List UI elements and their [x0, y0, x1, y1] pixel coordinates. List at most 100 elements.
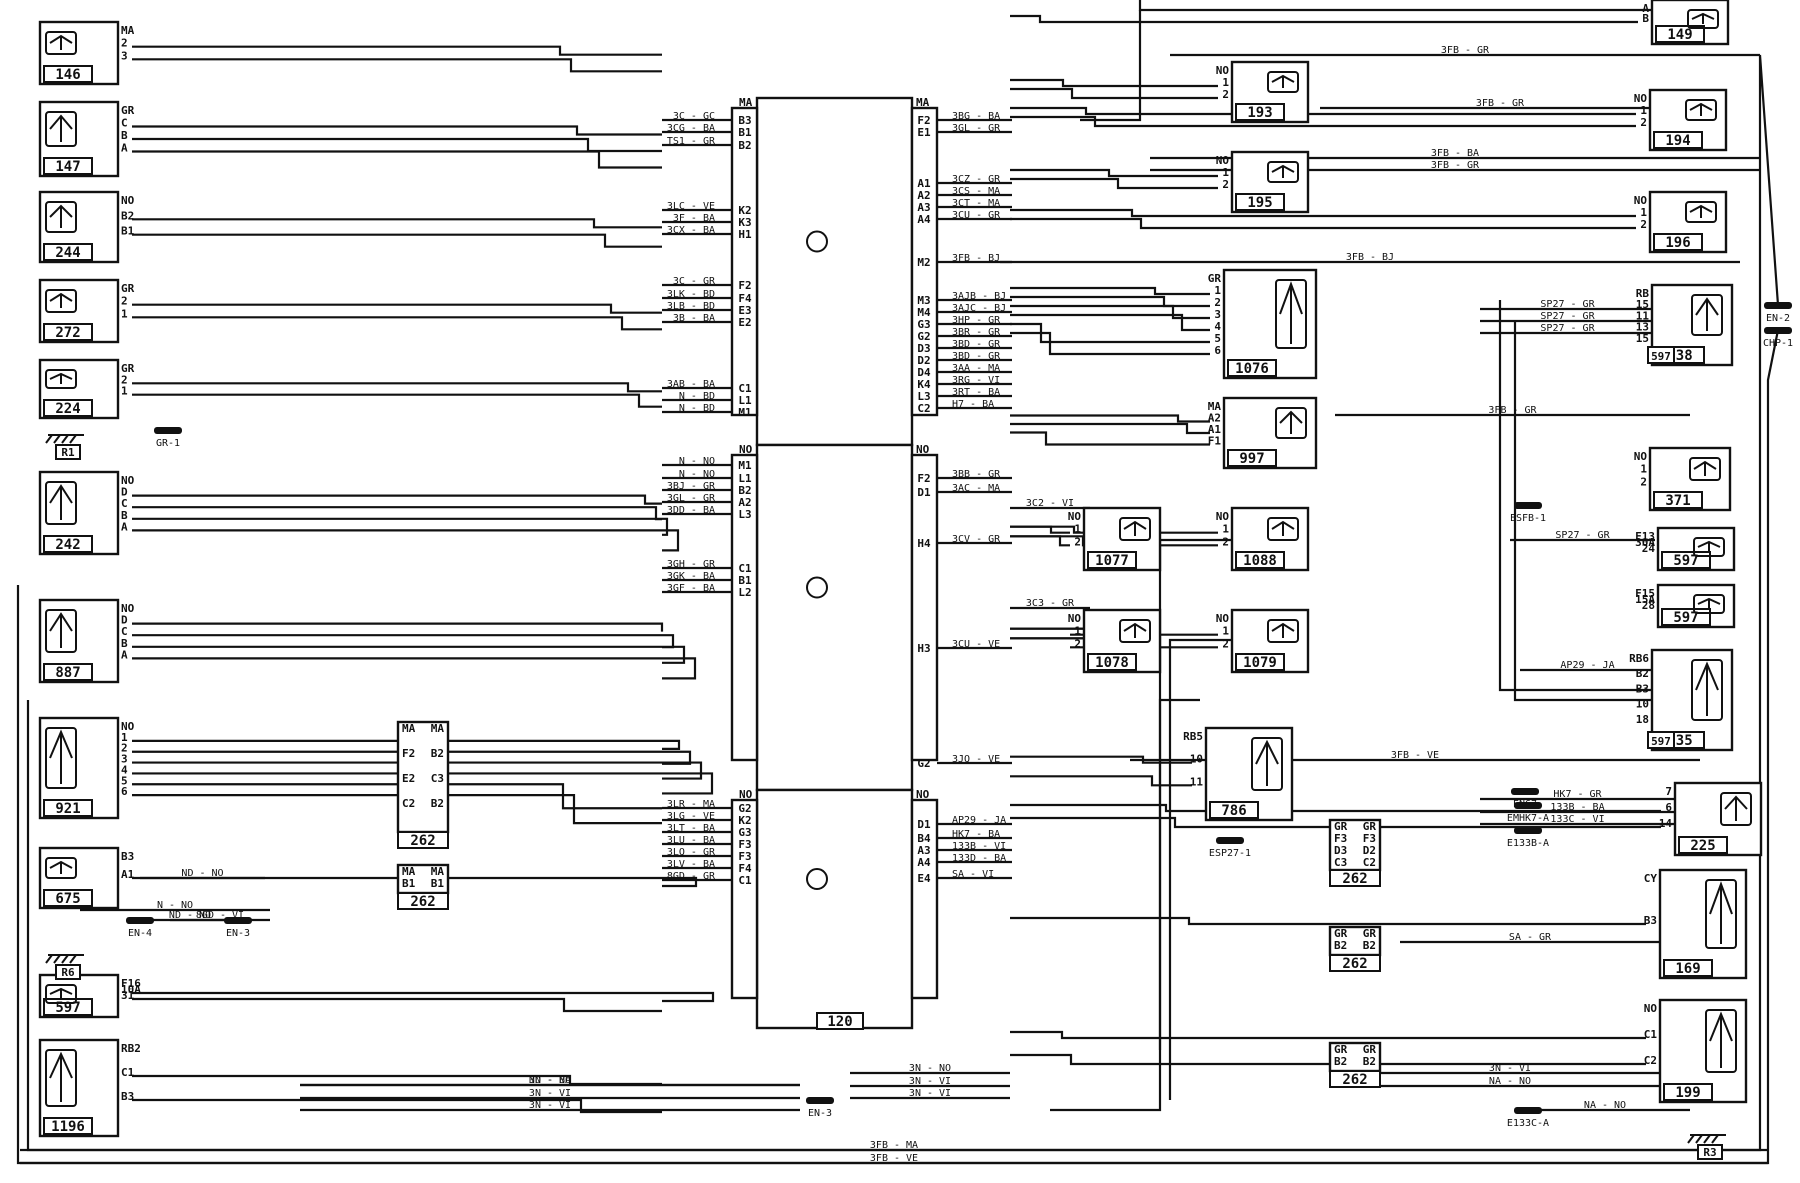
- symbol-icon: [45, 111, 77, 147]
- component-pin-label: A1: [121, 868, 135, 881]
- junction-pin-label: GR: [1334, 927, 1348, 940]
- symbol-icon: [1685, 201, 1717, 223]
- component-pin-label: 31: [121, 989, 135, 1002]
- component-id-box: [43, 1117, 93, 1135]
- symbol-outline: [1693, 537, 1725, 557]
- symbol-icon: [45, 369, 77, 389]
- wire-label: 3CU - VE: [952, 639, 1000, 650]
- component-pin-label: B3: [121, 1090, 134, 1103]
- symbol-mark: [1271, 520, 1295, 536]
- component-id-box: [1655, 25, 1705, 43]
- junction-pin-label: E2: [402, 772, 415, 785]
- bus-label: SP27 - GR: [1540, 299, 1595, 310]
- component-pin-label: CY: [1644, 872, 1658, 885]
- junction-pin-label: D3: [1334, 844, 1347, 857]
- symbol-outline: [1267, 517, 1299, 541]
- symbol-icon: [45, 984, 77, 1004]
- wire: [1010, 313, 1210, 332]
- splice-marker: [154, 427, 182, 434]
- bus-label: ND - NO: [181, 868, 223, 879]
- wire: [132, 233, 662, 248]
- bus-label: ND - NO: [529, 1075, 571, 1086]
- component-id-box: [397, 831, 449, 849]
- component-pin-label: B: [121, 129, 128, 142]
- symbol-outline: [45, 857, 77, 879]
- component-id: 887: [55, 665, 80, 681]
- wire: [132, 316, 662, 331]
- sub-id-box: [1647, 731, 1675, 749]
- component-pin-label: 2: [1640, 218, 1647, 231]
- component-pin-label: F13: [1635, 530, 1655, 543]
- symbol-outline: [1720, 792, 1752, 826]
- component-id-box: [1329, 869, 1381, 887]
- symbol-mark: [1279, 410, 1303, 434]
- junction-pin-label: GR: [1334, 1043, 1348, 1056]
- ground-symbol: R3: [1687, 1134, 1726, 1160]
- component-id: 169: [1675, 961, 1700, 977]
- wire: [1010, 1030, 1646, 1040]
- component-pin-label: 1: [1640, 104, 1647, 117]
- component-pin-label: A: [121, 648, 128, 661]
- symbol-outline: [1267, 71, 1299, 93]
- component-id-box: [43, 799, 93, 817]
- symbol-icon: [1693, 594, 1725, 614]
- component-pin-label: 4: [1214, 320, 1221, 333]
- component-id-box: [1087, 653, 1137, 671]
- splice-marker: [1514, 1107, 1542, 1114]
- symbol-outline: [1685, 99, 1717, 121]
- bus-label: 3N - BA: [529, 1075, 571, 1086]
- component-pin-label: 1: [121, 385, 128, 398]
- component-pin-label: NO: [1216, 612, 1230, 625]
- component-pin-label: NO: [1216, 510, 1230, 523]
- wire-label: 3AJC - BJ: [952, 303, 1006, 314]
- component-pin-label: C: [121, 625, 128, 638]
- wire: [1010, 208, 1636, 218]
- component-id: 786: [1221, 803, 1246, 819]
- component-pin-label: NO: [1634, 194, 1648, 207]
- component-id-box: [43, 323, 93, 341]
- frame-wire: [1138, 0, 1655, 12]
- component-pin-label: NO: [121, 720, 135, 733]
- component-id-box: [1087, 551, 1137, 569]
- component-pin-label: 15A: [1635, 593, 1655, 606]
- component-id: 147: [55, 159, 80, 175]
- wire-label: 3FB - BJ: [952, 253, 1000, 264]
- symbol-icon: [45, 857, 77, 879]
- junction-pin-label: C3: [1334, 856, 1347, 869]
- component-pin-label: NO: [121, 194, 135, 207]
- wire-label: 3LQ - GR: [667, 847, 716, 858]
- wire-label: 3LV - BA: [667, 859, 715, 870]
- splice-marker: [806, 1097, 834, 1104]
- component-pin-label: C2: [1644, 1054, 1657, 1067]
- wire-label: N - NO: [679, 469, 715, 480]
- splice-label: EN-4: [128, 928, 152, 939]
- component-pin-label: 13: [1636, 321, 1649, 334]
- component-pin-label: NO: [1634, 92, 1648, 105]
- component-pin-label: 1: [1214, 284, 1221, 297]
- component-id-box: [1663, 1083, 1713, 1101]
- wire-label: 3GH - GR: [667, 559, 716, 570]
- component-pin-label: B2: [1636, 667, 1649, 680]
- symbol-icon: [1267, 619, 1299, 643]
- ecu-pin-label: H3: [917, 642, 930, 655]
- bus-label: 3N - VI: [909, 1088, 951, 1099]
- component-id-box: [816, 1012, 864, 1030]
- component-id-box: [1235, 551, 1285, 569]
- wire-label: 3BJ - GR: [667, 481, 716, 492]
- component-id: 1079: [1243, 655, 1277, 671]
- wire: [132, 382, 662, 393]
- wire: [132, 783, 662, 810]
- wire-label: 3JQ - VE: [952, 754, 1000, 765]
- ecu-pin-label: C1: [738, 382, 752, 395]
- symbol-icon: [45, 481, 77, 525]
- component-pin-label: 2: [1214, 296, 1221, 309]
- splice-label: E133C-A: [1507, 1118, 1549, 1129]
- wire: [132, 997, 662, 1013]
- junction-pin-label: GR: [1334, 820, 1348, 833]
- component-id: 1076: [1235, 361, 1269, 377]
- wire-label: 3AA - MA: [952, 363, 1000, 374]
